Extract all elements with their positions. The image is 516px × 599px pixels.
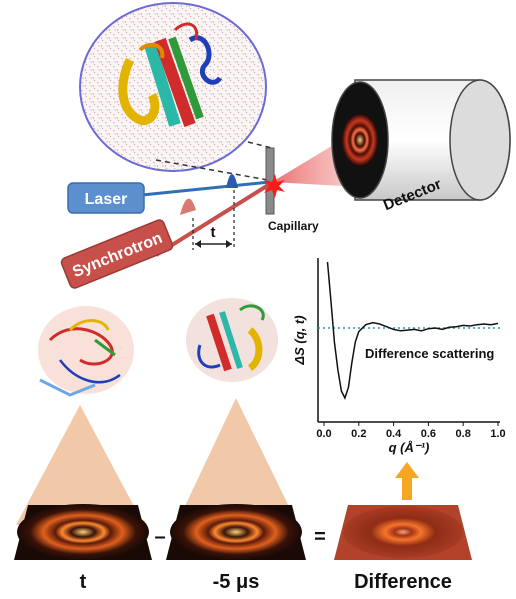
equals-operator: = [314, 526, 326, 548]
zoom-line-left [155, 159, 269, 181]
protein-ribbon-icon [118, 22, 223, 127]
laser-pulse-icon [226, 174, 238, 188]
scatter-pattern-minus5us [166, 504, 306, 560]
x-tick-label: 0.0 [316, 428, 331, 440]
protein-structure-middle [186, 298, 278, 382]
difference-scattering-chart: 0.0 0.2 0.4 0.6 0.8 1.0 Difference scattering… [292, 258, 506, 455]
label-t: t [80, 571, 87, 593]
scatter-pattern-difference [334, 505, 472, 560]
up-arrow-icon [395, 462, 419, 500]
x-tick-group: 0.0 0.2 0.4 0.6 0.8 1.0 [316, 422, 506, 440]
y-axis-label: ΔS (q, t) [292, 315, 307, 365]
label-difference: Difference [354, 571, 452, 593]
interaction-star-icon [264, 174, 285, 198]
x-tick-label: 0.4 [386, 428, 402, 440]
capillary-label: Capillary [268, 219, 319, 233]
zoom-line-right [247, 141, 273, 149]
laser-beam [141, 180, 271, 197]
laser-box [67, 182, 145, 214]
x-tick-label: 0.8 [456, 428, 471, 440]
scatter-pattern-t [14, 504, 152, 560]
xray-pulse-icon [180, 198, 196, 215]
minus-operator: – [154, 526, 165, 548]
synchrotron-beam [154, 182, 272, 257]
chart-title: Difference scattering [365, 346, 494, 361]
synchrotron-box [60, 219, 174, 289]
x-tick-label: 1.0 [490, 428, 505, 440]
detector-cylinder-icon [331, 79, 511, 201]
delay-label: t [211, 224, 216, 241]
detector-pattern [342, 114, 378, 166]
x-tick-label: 0.2 [351, 428, 366, 440]
projection-cone-left [16, 405, 144, 525]
projection-cone-middle [176, 398, 298, 525]
x-tick-label: 0.6 [421, 428, 436, 440]
protein-droplet [79, 2, 267, 172]
series-line [326, 261, 499, 400]
laser-label: Laser [85, 191, 128, 208]
x-axis-label: q (Å⁻¹) [389, 440, 430, 455]
protein-structure-left [38, 306, 134, 397]
label-minus-5us: -5 μs [213, 571, 260, 593]
